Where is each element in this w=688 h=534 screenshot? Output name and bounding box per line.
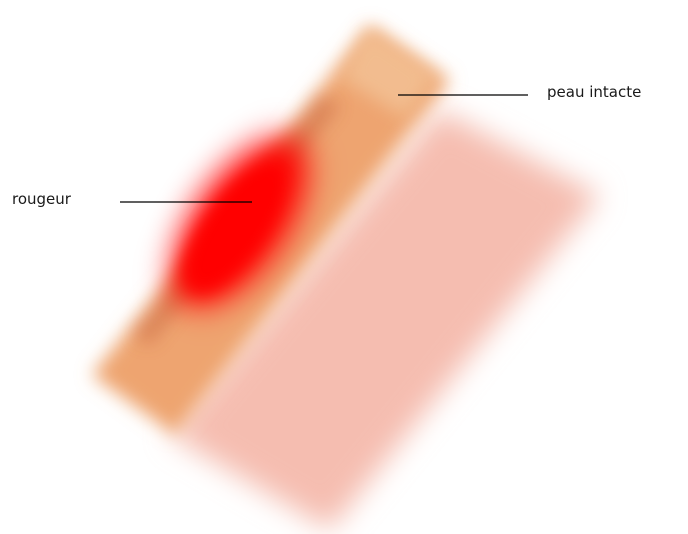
intact-skin-label: peau intacte bbox=[547, 83, 641, 101]
redness-label: rougeur bbox=[12, 190, 71, 208]
